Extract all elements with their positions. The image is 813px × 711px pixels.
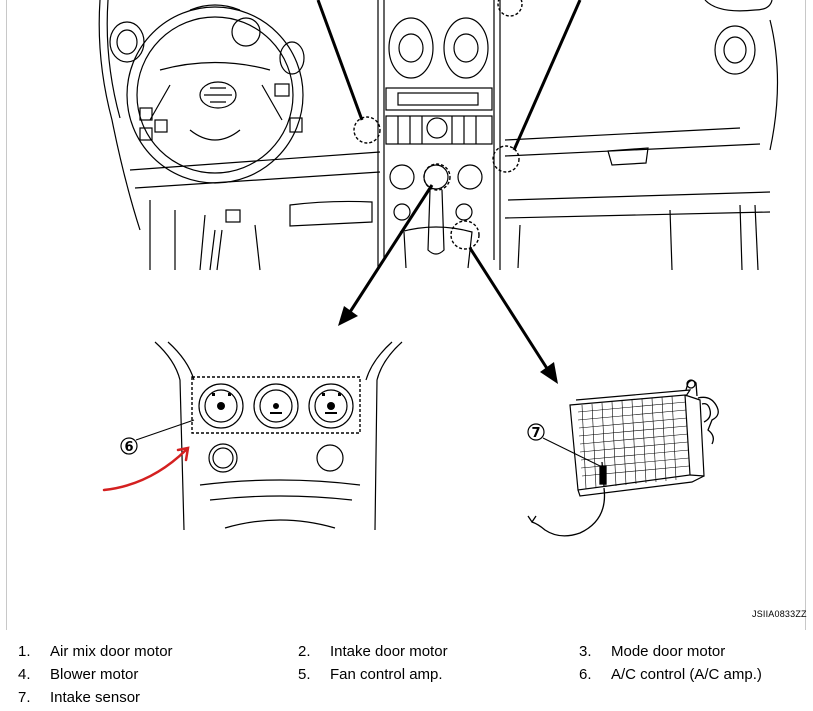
dashboard-illustration: [98, 0, 779, 271]
ac-dial-details: [212, 393, 341, 414]
callout-leader-7: [542, 437, 601, 467]
locator-circle-4: [423, 163, 451, 191]
leader-line-1: [316, 0, 364, 121]
legend-number: 3.: [579, 643, 592, 660]
evaporator-illustration: [569, 389, 705, 497]
locator-circle-1: [353, 116, 381, 144]
callout-7: 7: [527, 423, 545, 441]
diagram-frame: [6, 0, 806, 630]
legend-number: 7.: [18, 689, 31, 706]
legend-label: Intake door motor: [330, 643, 448, 660]
legend-number: 5.: [298, 666, 311, 683]
leader-line-2: [512, 0, 582, 151]
dashboard-diagram: 6 7: [98, 0, 779, 537]
legend-label: Blower motor: [50, 666, 139, 683]
figure-code: JSIIA0833ZZ: [752, 609, 807, 619]
red-annotation-arrow: [102, 446, 190, 492]
callout-6-label: 6: [124, 440, 133, 455]
leader-arrowheads: [338, 306, 558, 384]
callout-leader-6: [135, 419, 195, 441]
callout-6: 6: [120, 437, 138, 455]
locator-circle-3: [497, 0, 523, 17]
legend-number: 6.: [579, 666, 592, 683]
evaporator-pipes: [685, 379, 719, 445]
arrowhead-1: [338, 306, 358, 326]
intake-sensor: [527, 461, 607, 537]
leader-line-4: [468, 247, 550, 371]
evaporator-fins: [577, 395, 690, 490]
leader-line-3: [348, 184, 434, 313]
locator-circle-2: [492, 145, 520, 173]
legend-label: Mode door motor: [611, 643, 726, 660]
legend-number: 2.: [298, 643, 311, 660]
leader-lines: [316, 0, 582, 371]
legend-label: A/C control (A/C amp.): [611, 666, 762, 683]
ac-control-highlight-box: [191, 376, 361, 434]
legend-number: 1.: [18, 643, 31, 660]
legend-number: 4.: [18, 666, 31, 683]
callout-7-label: 7: [531, 426, 540, 441]
locator-circle-5: [450, 220, 480, 250]
legend-label: Fan control amp.: [330, 666, 443, 683]
ac-control-illustration: [154, 341, 403, 531]
legend-label: Intake sensor: [50, 689, 141, 706]
arrowhead-2: [540, 362, 558, 384]
legend-label: Air mix door motor: [50, 643, 173, 660]
locator-circles: [353, 0, 523, 250]
